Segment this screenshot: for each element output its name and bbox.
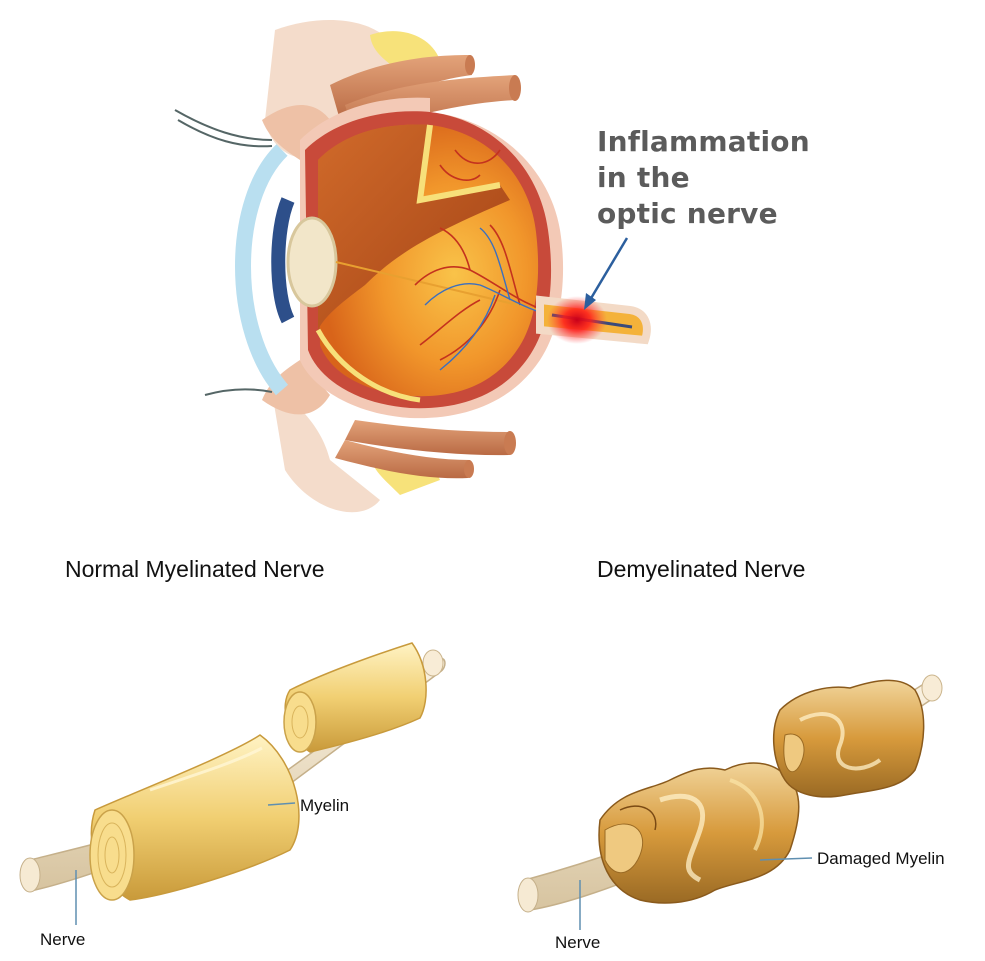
demyelinated-nerve-label: Nerve [555,933,600,953]
damaged-myelin-label: Damaged Myelin [817,849,945,869]
callout-line-2: in the [597,160,857,196]
normal-nerve-heading: Normal Myelinated Nerve [65,556,324,583]
eye-cross-section [175,20,647,512]
lower-eye-muscles [335,420,516,478]
callout-arrow [584,238,627,310]
myelin-label: Myelin [300,796,349,816]
normal-nerve-illustration [20,643,445,925]
normal-nerve-label: Nerve [40,930,85,950]
inflammation-callout: Inflammation in the optic nerve [597,124,857,232]
demyelinated-nerve-illustration [518,675,942,930]
inflammation-spot [547,296,607,344]
callout-line-1: Inflammation [597,124,857,160]
demyelinated-nerve-heading: Demyelinated Nerve [597,556,805,583]
callout-line-3: optic nerve [597,196,857,232]
lens [288,218,336,306]
